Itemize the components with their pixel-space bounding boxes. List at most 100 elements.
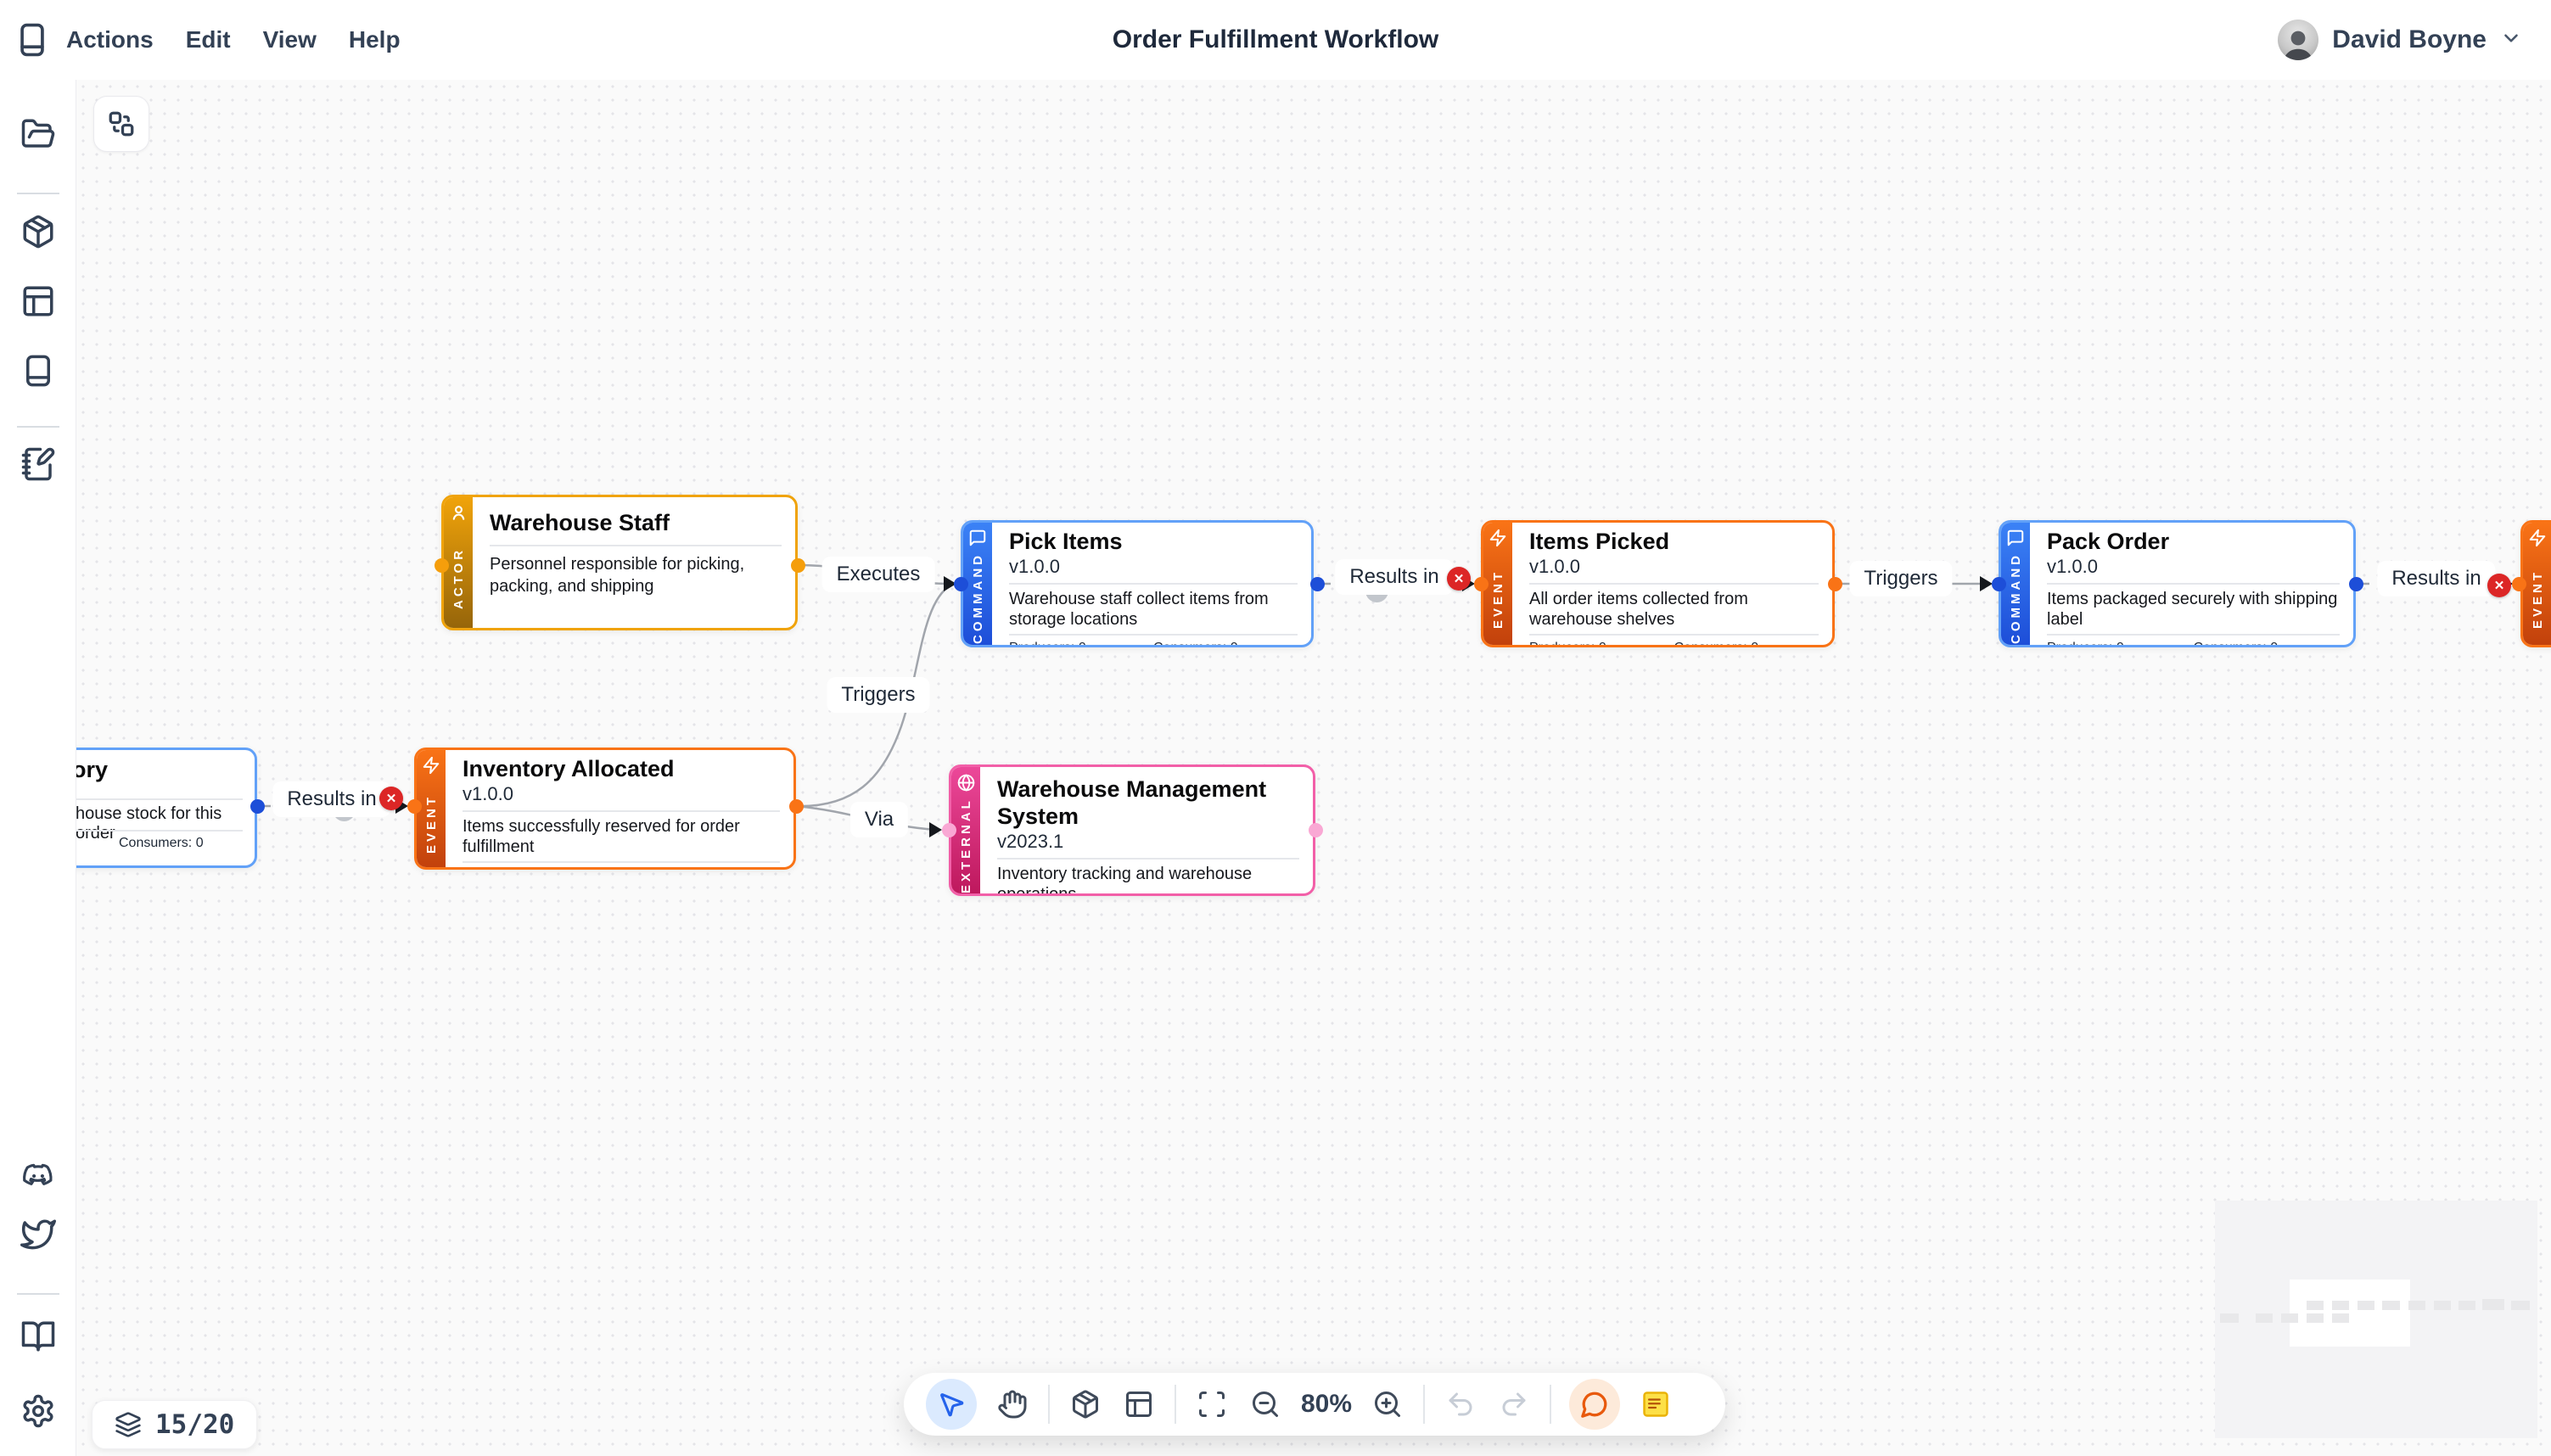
divider <box>997 858 1299 860</box>
minimap-node <box>2307 1301 2324 1310</box>
minimap-node <box>2482 1299 2504 1310</box>
menu-actions[interactable]: Actions <box>66 26 154 53</box>
handle-pick-items-left[interactable] <box>954 577 968 591</box>
select-tool-button[interactable] <box>926 1379 977 1430</box>
handle-pick-items-right[interactable] <box>1310 577 1325 591</box>
command-chat-icon <box>2006 529 2025 547</box>
handle-warehouse-staff-right[interactable] <box>791 558 805 573</box>
settings-gear-icon[interactable] <box>20 1393 56 1429</box>
divider <box>76 798 243 800</box>
handle-items-picked-left[interactable] <box>1474 577 1489 591</box>
resources-view-button[interactable] <box>1068 1386 1103 1422</box>
handle-partial-right-left[interactable] <box>2512 577 2526 591</box>
redo-button[interactable] <box>1496 1386 1532 1422</box>
app-logo-icon <box>14 19 51 61</box>
layout-view-button[interactable] <box>1121 1386 1157 1422</box>
user-menu[interactable]: David Boyne <box>2278 0 2522 80</box>
package-icon[interactable] <box>20 214 56 249</box>
book-icon[interactable] <box>20 353 56 389</box>
node-warehouse-management-system[interactable]: EXTERNAL Warehouse Management System v20… <box>949 764 1315 896</box>
menu-edit[interactable]: Edit <box>186 26 231 53</box>
handle-inventory-allocated-left[interactable] <box>407 799 422 814</box>
fit-view-button[interactable] <box>1194 1386 1230 1422</box>
node-consumers: Consumers: 0 <box>1153 640 1238 647</box>
fit-screen-icon <box>1197 1389 1227 1420</box>
node-title: Inventory Allocated <box>463 755 780 782</box>
user-name: David Boyne <box>2332 25 2487 54</box>
canvas-toolbar: 80% <box>904 1373 1725 1436</box>
comment-tool-button[interactable] <box>1569 1379 1620 1430</box>
node-inventory-allocated[interactable]: EVENT Inventory Allocated v1.0.0 Items s… <box>414 748 796 870</box>
node-consumers: Consumers: 0 <box>621 867 706 870</box>
sticky-note-button[interactable] <box>1638 1386 1674 1422</box>
node-pack-order[interactable]: COMMAND Pack Order v1.0.0 Items packaged… <box>1999 520 2356 647</box>
pan-tool-button[interactable] <box>995 1386 1030 1422</box>
top-bar: Actions Edit View Help Order Fulfillment… <box>0 0 2551 80</box>
avatar <box>2278 20 2318 60</box>
node-warehouse-staff[interactable]: ACTOR Warehouse Staff Personnel responsi… <box>441 495 798 630</box>
divider <box>76 830 243 832</box>
zoom-level: 80% <box>1301 1390 1352 1419</box>
minimap-node <box>2434 1301 2451 1310</box>
divider <box>1009 634 1298 636</box>
node-consumers: Consumers: 0 <box>2194 640 2279 647</box>
layout-panels-icon[interactable] <box>20 283 56 319</box>
edge-delete-button[interactable]: ✕ <box>379 787 403 810</box>
edge-label-executes: Executes <box>822 557 935 592</box>
zoom-out-button[interactable] <box>1247 1386 1283 1422</box>
swap-icon <box>106 109 137 139</box>
minimap[interactable] <box>2215 1201 2537 1438</box>
node-type-label: EVENT <box>2531 547 2545 645</box>
notebook-pen-icon[interactable] <box>20 446 56 482</box>
handle-partial-left-right[interactable] <box>250 799 265 814</box>
minimap-node <box>2408 1301 2425 1310</box>
comment-bubble-icon <box>1580 1390 1609 1419</box>
sidebar <box>0 80 76 1456</box>
node-items-picked[interactable]: EVENT Items Picked v1.0.0 All order item… <box>1481 520 1835 647</box>
sidebar-divider <box>17 193 59 194</box>
event-lightning-icon <box>1489 529 1507 547</box>
undo-button[interactable] <box>1443 1386 1478 1422</box>
node-version: v1.0.0 <box>463 782 780 806</box>
edge-delete-button[interactable]: ✕ <box>1447 567 1471 591</box>
handle-wms-left[interactable] <box>942 823 956 837</box>
menu-bar: Actions Edit View Help <box>66 0 401 80</box>
discord-icon[interactable] <box>20 1157 56 1193</box>
book-open-icon[interactable] <box>20 1319 56 1354</box>
twitter-icon[interactable] <box>20 1217 56 1252</box>
zoom-in-button[interactable] <box>1370 1386 1405 1422</box>
handle-pack-order-left[interactable] <box>1992 577 2006 591</box>
arrowhead <box>929 822 942 837</box>
handle-items-picked-right[interactable] <box>1828 577 1842 591</box>
handle-inventory-allocated-right[interactable] <box>789 799 804 814</box>
divider <box>2047 634 2340 636</box>
menu-help[interactable]: Help <box>349 26 401 53</box>
actor-person-icon <box>449 503 468 523</box>
node-producers: Producers: 0 <box>463 868 540 870</box>
open-folder-icon[interactable] <box>20 116 56 152</box>
node-description: All order items collected from warehouse… <box>1529 589 1819 630</box>
handle-pack-order-right[interactable] <box>2349 577 2363 591</box>
node-title: Pick Items <box>1009 528 1298 555</box>
external-globe-icon <box>956 773 976 792</box>
node-version: v2023.1 <box>997 830 1299 854</box>
handle-warehouse-staff-left[interactable] <box>435 558 449 573</box>
node-type-label: EVENT <box>424 775 439 867</box>
node-partial-inventory[interactable]: ory house stock for this order Consumers… <box>76 748 257 868</box>
swap-view-button[interactable] <box>93 96 149 152</box>
handle-wms-right[interactable] <box>1309 823 1323 837</box>
resources-counter: 15/20 <box>92 1400 257 1449</box>
toolbar-divider <box>1423 1385 1425 1424</box>
edge-label-results-in: Results in <box>272 781 390 817</box>
workflow-canvas[interactable]: Executes Triggers Via Results in Trigger… <box>76 80 2551 1456</box>
edge-delete-button[interactable]: ✕ <box>2487 574 2511 597</box>
node-pick-items[interactable]: COMMAND Pick Items v1.0.0 Warehouse staf… <box>961 520 1314 647</box>
package-icon <box>1070 1389 1101 1420</box>
layout-panels-icon <box>1124 1389 1154 1420</box>
minimap-node <box>2511 1301 2530 1310</box>
minimap-node <box>2220 1313 2239 1323</box>
menu-view[interactable]: View <box>263 26 317 53</box>
page-title: Order Fulfillment Workflow <box>1113 25 1438 54</box>
counter-text: 15/20 <box>155 1409 234 1440</box>
node-producers: Producers: 0 <box>2047 641 2124 647</box>
